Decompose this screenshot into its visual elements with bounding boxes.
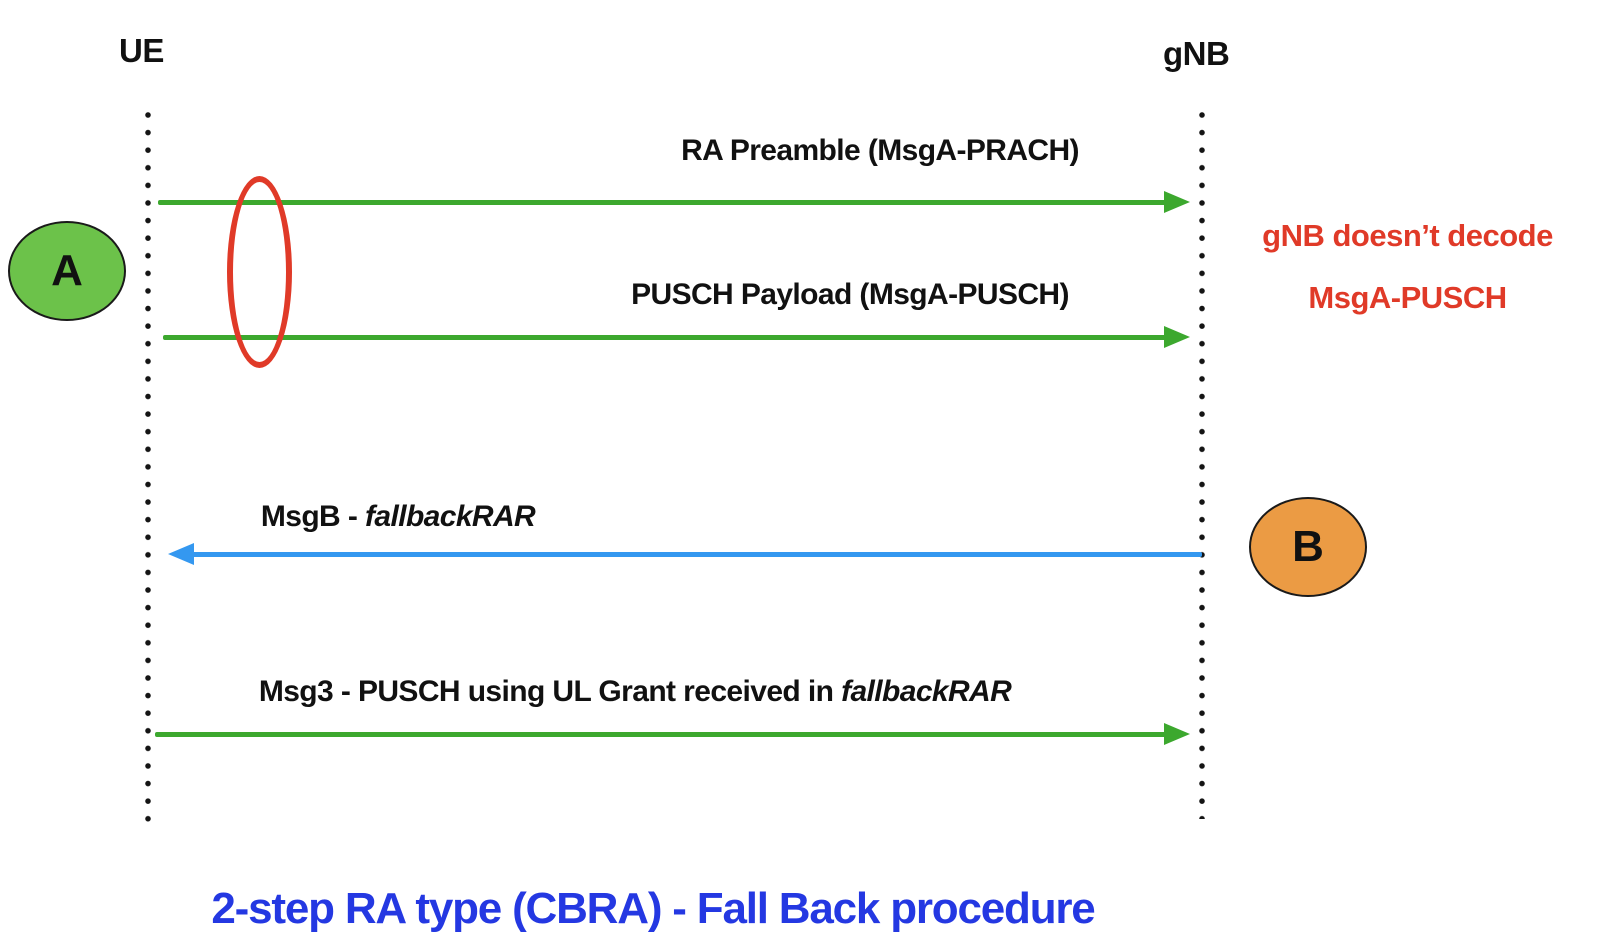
actor-label-ue: UE [119,32,164,69]
message-arrow-msgb [190,552,1202,557]
step-marker-a-label: A [51,246,83,295]
actor-label-gnb: gNB [1163,35,1230,72]
gnb-lifeline [1199,111,1205,819]
message-label-msg3-italic: fallbackRAR [841,675,1012,708]
ue-lifeline [145,111,151,833]
message-label-msg3: Msg3 - PUSCH using UL Grant received in … [135,675,1135,709]
arrowhead-right-icon [1164,326,1190,348]
message-label-msg3-text: Msg3 - PUSCH using UL Grant received in [258,675,842,708]
gnb-note-line1: gNB doesn’t decode [1262,218,1553,253]
msga-highlight-ellipse [227,176,292,368]
arrowhead-left-icon [168,543,194,565]
gnb-note-line2: MsgA-PUSCH [1308,280,1507,315]
arrowhead-right-icon [1164,723,1190,745]
message-label-msgb-italic: fallbackRAR [365,500,536,533]
message-label-ra-preamble: RA Preamble (MsgA-PRACH) [681,134,1079,167]
message-arrow-msg3 [155,732,1168,737]
message-label-pusch-payload: PUSCH Payload (MsgA-PUSCH) [631,278,1069,311]
arrowhead-right-icon [1164,191,1190,213]
message-arrow-ra-preamble [158,200,1168,205]
step-marker-b: B [1249,497,1367,597]
step-marker-a: A [8,221,126,321]
message-label-msgb: MsgB - fallbackRAR [198,500,598,534]
message-label-msgb-text: MsgB - [260,500,365,533]
diagram-title: 2-step RA type (CBRA) - Fall Back proced… [211,884,1095,933]
gnb-note: gNB doesn’t decode MsgA-PUSCH [1225,218,1590,316]
step-marker-b-label: B [1292,522,1324,571]
message-arrow-pusch-payload [163,335,1168,340]
